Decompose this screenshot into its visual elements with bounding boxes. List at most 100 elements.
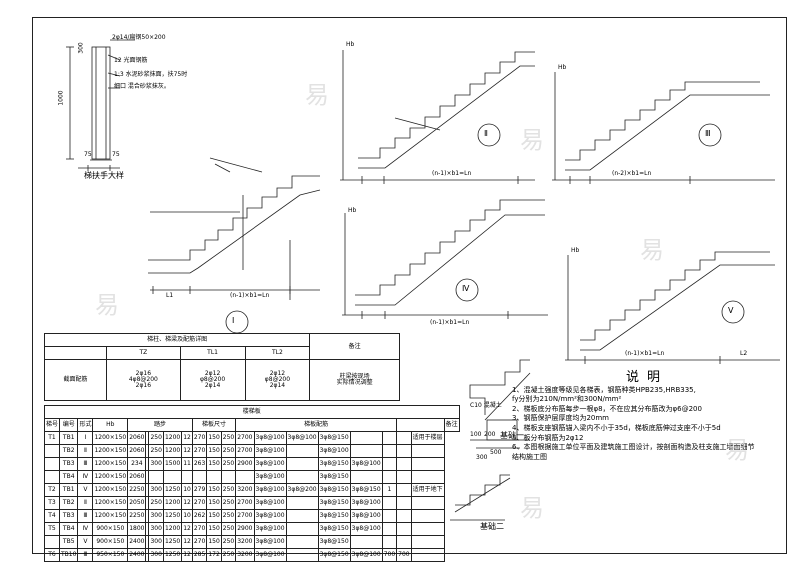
table-cell-e: 270 (191, 496, 208, 510)
table-cell-c1 (381, 509, 398, 523)
table-cell-d: 12 (181, 535, 193, 549)
beam-table-tl1: TL1 (179, 346, 246, 360)
table-cell-e: 270 (191, 444, 208, 458)
table-cell-note (410, 470, 445, 484)
col-header-note: 备注 (443, 418, 460, 432)
diagram-4-span: (n-1)×b1=Ln (430, 319, 470, 326)
table-cell-c2: 700 (396, 548, 412, 562)
table-cell-r4 (349, 444, 383, 458)
table-cell-e: 262 (191, 509, 208, 523)
table-cell-type: Ⅳ (77, 522, 94, 536)
notes-panel: 说明 1、混凝土强度等级见各梯表，钢筋种类HPB235,HRB335, fy分别… (512, 370, 782, 462)
watermark-5: 易 (520, 494, 544, 522)
note-line-5: 4、梯板支座钢筋锚入梁内不小于35d，梯板底筋伸过支座不小于5d (512, 423, 721, 432)
foundation-1-label: 基础一 (500, 431, 524, 440)
table-cell-note (410, 535, 445, 549)
handrail-dim-1000: 1000 (57, 90, 65, 106)
table-cell-r1: 3φ8@100 (253, 431, 287, 445)
table-cell-group: T4 (43, 509, 61, 523)
table-cell-r3: 3φ8@150 (317, 483, 351, 497)
table-cell-c: 1250 (162, 483, 183, 497)
table-cell-id: TB3 (59, 509, 79, 523)
beam-table-row-label: 截面配筋 (43, 359, 108, 401)
table-cell-e (191, 470, 208, 484)
table-cell-r2 (285, 522, 319, 536)
table-cell-g: 250 (220, 457, 237, 471)
table-cell-note (410, 457, 445, 471)
table-cell-r4: 3φ8@150 (349, 483, 383, 497)
table-cell-b (148, 470, 164, 484)
note-line-2: fy分别为210N/mm²和300N/mm² (512, 395, 622, 404)
table-cell-f: 150 (206, 444, 222, 458)
col-header-group: 梯号 (43, 418, 61, 432)
table-cell-h: 1200×150 (92, 470, 129, 484)
table-cell-r2 (285, 444, 319, 458)
table-cell-c1 (381, 522, 398, 536)
tl1-rebar-1: 2φ12 (204, 370, 221, 377)
table-cell-r3: 3φ8@150 (317, 457, 351, 471)
table-cell-c1 (381, 496, 398, 510)
table-cell-r2 (285, 457, 319, 471)
table-cell-g: 250 (220, 535, 237, 549)
table-cell-group: T5 (43, 522, 61, 536)
table-cell-c: 1200 (162, 522, 183, 536)
beam-table-note-header: 备注 (309, 333, 400, 360)
note-line-7: 6、本图根据施工单位平面及建筑施工图设计，按剖面构造及柱支施工墙面细节 (512, 443, 755, 452)
table-cell-g: 250 (220, 522, 237, 536)
stair-diagram-5 (565, 251, 780, 364)
tl1-rebar-2: φ8@200 (199, 376, 226, 383)
table-cell-g: 250 (220, 431, 237, 445)
table-cell-d: 11 (181, 457, 193, 471)
table-cell-g: 250 (220, 444, 237, 458)
table-cell-b: 300 (148, 548, 164, 562)
table-cell-d: 12 (181, 522, 193, 536)
table-cell-f: 172 (206, 548, 222, 562)
table-cell-group: T3 (43, 496, 61, 510)
table-cell-b: 300 (148, 535, 164, 549)
col-header-hb: Hb (92, 418, 129, 432)
table-cell-type: Ⅲ (77, 457, 94, 471)
table-cell-type: Ⅰ (77, 431, 94, 445)
table-cell-id: TB1 (59, 431, 79, 445)
table-cell-c2 (396, 496, 412, 510)
tl2-rebar-3: 2φ14 (269, 382, 286, 389)
table-cell-g: 250 (220, 509, 237, 523)
table-cell-r4: 3φ8@100 (349, 496, 383, 510)
table-cell-r4: 3φ8@100 (349, 509, 383, 523)
table-cell-type: Ⅱ (77, 444, 94, 458)
table-cell-d: 12 (181, 444, 193, 458)
foundation-1-dim-a: 200 (484, 431, 496, 438)
table-cell-r2 (285, 509, 319, 523)
table-cell-note (410, 509, 445, 523)
table-cell-r1: 3φ8@100 (253, 483, 287, 497)
stair-diagram-4 (342, 199, 548, 319)
table-cell-id: TB2 (59, 444, 79, 458)
table-cell-k: 2700 (235, 431, 255, 445)
handrail-title: 梯扶手大样 (84, 171, 124, 180)
handrail-label-4: 细口 混合砂浆抹灰。 (114, 83, 170, 90)
table-cell-l: 2050 (127, 496, 147, 510)
table-cell-f: 150 (206, 483, 222, 497)
table-cell-k: 3200 (235, 548, 255, 562)
table-cell-e: 270 (191, 535, 208, 549)
table-cell-r1: 3φ8@100 (253, 457, 287, 471)
table-cell-note: 适用于地下 (410, 483, 445, 497)
beam-table-title: 梯柱、梯梁及配筋详图 (43, 333, 311, 347)
table-cell-r4: 3φ8@100 (349, 548, 383, 562)
table-cell-c2 (396, 483, 412, 497)
table-cell-id: TB10 (59, 548, 79, 562)
table-cell-c: 1250 (162, 509, 183, 523)
table-cell-l: 1800 (127, 522, 147, 536)
diagram-4-hb: Hb (348, 207, 357, 214)
table-cell-h: 950×150 (92, 548, 129, 562)
table-cell-type: Ⅲ (77, 548, 94, 562)
stair-table-title: 楼梯板 (44, 405, 460, 419)
table-cell-r2 (285, 470, 319, 484)
table-cell-h: 900×150 (92, 535, 129, 549)
notes-title: 说明 (625, 370, 668, 385)
table-cell-r1: 3φ8@100 (253, 496, 287, 510)
